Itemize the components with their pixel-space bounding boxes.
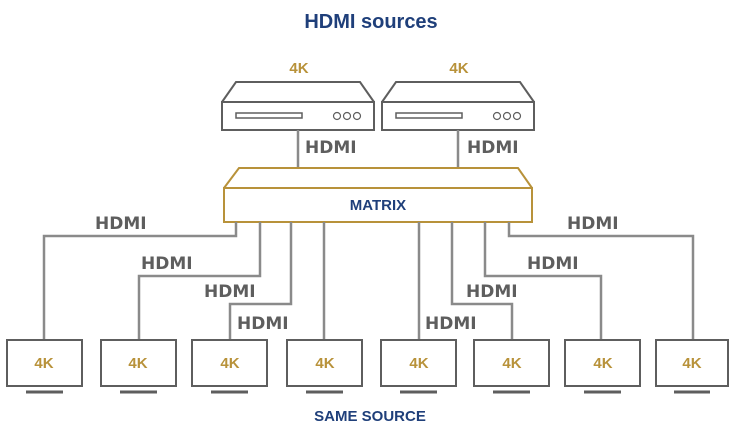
display-6: 4K: [473, 339, 550, 394]
hdmi-logo-source-1: HDMI: [305, 138, 357, 158]
display-3: 4K: [191, 339, 268, 394]
display-5-badge: 4K: [409, 355, 428, 372]
display-3-badge: 4K: [220, 355, 239, 372]
output-cables: [42, 222, 695, 340]
diagram-title: HDMI sources: [304, 11, 437, 33]
display-2: 4K: [100, 339, 177, 394]
matrix-switch: MATRIX: [223, 167, 533, 223]
hdmi-logo-output-4: HDMI: [237, 314, 289, 334]
source-player-1: 4K: [221, 60, 375, 131]
display-4: 4K: [286, 339, 363, 394]
hdmi-logo-output-6: HDMI: [466, 282, 518, 302]
hdmi-logo-output-7: HDMI: [527, 254, 579, 274]
player-2-buttons-icon: [492, 111, 522, 121]
hdmi-logo-source-2: HDMI: [467, 138, 519, 158]
source-1-badge: 4K: [289, 60, 308, 77]
hdmi-logo-output-1: HDMI: [95, 214, 147, 234]
display-5: 4K: [380, 339, 457, 394]
display-2-badge: 4K: [128, 355, 147, 372]
hdmi-logo-output-5: HDMI: [425, 314, 477, 334]
display-1: 4K: [6, 339, 83, 394]
display-4-badge: 4K: [315, 355, 334, 372]
source-cables: [296, 130, 460, 168]
player-1-buttons-icon: [332, 111, 362, 121]
matrix-label: MATRIX: [350, 197, 406, 214]
hdmi-logo-output-2: HDMI: [141, 254, 193, 274]
display-7: 4K: [564, 339, 641, 394]
source-player-2: 4K: [381, 60, 535, 131]
hdmi-logo-output-8: HDMI: [567, 214, 619, 234]
display-6-badge: 4K: [502, 355, 521, 372]
display-1-badge: 4K: [34, 355, 53, 372]
source-2-badge: 4K: [449, 60, 468, 77]
display-8: 4K: [655, 339, 729, 394]
footer-caption: SAME SOURCE: [314, 408, 426, 425]
display-7-badge: 4K: [593, 355, 612, 372]
display-8-badge: 4K: [682, 355, 701, 372]
hdmi-logo-output-3: HDMI: [204, 282, 256, 302]
